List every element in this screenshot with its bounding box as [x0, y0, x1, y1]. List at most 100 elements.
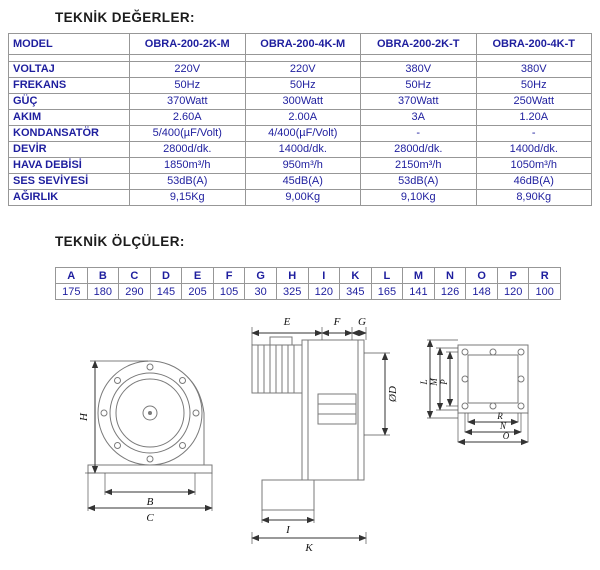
- dim-value-cell: 145: [149, 283, 183, 300]
- dim-label-P: P: [439, 379, 449, 386]
- dim-letter-cell: L: [370, 267, 404, 284]
- spec-row-label: VOLTAJ: [8, 61, 130, 78]
- outlet-duct: [261, 479, 315, 511]
- dim-value-cell: 175: [55, 283, 88, 300]
- spec-value-cell: 50Hz: [360, 77, 477, 94]
- spec-row-label: SES SEVİYESİ: [8, 173, 130, 190]
- spec-value-cell: 4/400(µF/Volt): [244, 125, 361, 142]
- dim-label-K: K: [304, 542, 313, 554]
- spec-value-cell: 9,10Kg: [360, 189, 477, 206]
- spec-value-cell: 53dB(A): [129, 173, 246, 190]
- spec-value-cell: 1850m³/h: [129, 157, 246, 174]
- dim-letter-cell: G: [244, 267, 277, 284]
- spec-value-cell: 5/400(µF/Volt): [129, 125, 246, 142]
- dim-label-R: R: [496, 411, 503, 421]
- dim-label-D: ØD: [387, 386, 399, 403]
- spec-value-cell: 9,00Kg: [244, 189, 361, 206]
- spec-value-cell: -: [475, 125, 592, 142]
- dim-letter-cell: K: [339, 267, 372, 284]
- flange-bolt-holes: [461, 348, 525, 410]
- spec-value-cell: 2800d/dk.: [360, 141, 477, 158]
- spec-value-cell: 2.60A: [129, 109, 246, 126]
- spec-model-header: OBRA-200-2K-M: [129, 33, 246, 55]
- spec-value-cell: 370Watt: [360, 93, 477, 110]
- dim-value-cell: 100: [528, 283, 561, 300]
- flange-view-diagram: L M P R N O: [419, 339, 529, 446]
- dim-letter-cell: D: [149, 267, 183, 284]
- spec-model-header: OBRA-200-2K-T: [360, 33, 477, 55]
- spec-row-label: GÜÇ: [8, 93, 130, 110]
- spec-value-cell: 53dB(A): [360, 173, 477, 190]
- spec-value-cell: 250Watt: [475, 93, 592, 110]
- housing-body: [301, 339, 365, 481]
- dim-value-cell: 105: [212, 283, 246, 300]
- dim-label-G: G: [358, 316, 366, 328]
- dim-label-L: L: [419, 379, 429, 385]
- dim-letter-cell: R: [528, 267, 561, 284]
- fan-side-view-diagram: H B C: [78, 360, 213, 524]
- dim-letter-cell: I: [307, 267, 341, 284]
- spec-value-cell: 50Hz: [475, 77, 592, 94]
- fan-inlet-ring: [109, 372, 191, 454]
- dim-letter-cell: N: [433, 267, 467, 284]
- spec-row-label: AĞIRLIK: [8, 189, 130, 206]
- dim-value-cell: 120: [496, 283, 530, 300]
- spec-model-header: OBRA-200-4K-T: [475, 33, 592, 55]
- housing-opening: [317, 393, 357, 425]
- dim-letter-cell: B: [86, 267, 120, 284]
- dim-label-F: F: [333, 316, 341, 328]
- spec-spacer-cell: [475, 54, 592, 62]
- spec-spacer-cell: [129, 54, 246, 62]
- dim-label-M: M: [429, 378, 439, 387]
- dim-label-B: B: [147, 496, 154, 508]
- dim-label-E: E: [283, 316, 291, 328]
- spec-value-cell: 50Hz: [129, 77, 246, 94]
- fan-mounting-holes: [100, 363, 200, 463]
- spec-value-cell: 50Hz: [244, 77, 361, 94]
- dim-value-cell: 141: [402, 283, 435, 300]
- spec-value-cell: 1.20A: [475, 109, 592, 126]
- dim-value-cell: 325: [275, 283, 309, 300]
- spec-value-cell: 1400d/dk.: [244, 141, 361, 158]
- spec-value-cell: 46dB(A): [475, 173, 592, 190]
- dim-letter-cell: F: [212, 267, 246, 284]
- spec-value-cell: 380V: [360, 61, 477, 78]
- spec-value-cell: 1400d/dk.: [475, 141, 592, 158]
- dim-value-cell: 126: [433, 283, 467, 300]
- dim-value-cell: 345: [339, 283, 372, 300]
- dim-value-cell: 205: [181, 283, 214, 300]
- spec-value-cell: 220V: [244, 61, 361, 78]
- spec-spacer-row: [8, 54, 592, 62]
- section-title-technical-dimensions: TEKNİK ÖLÇÜLER:: [55, 234, 185, 249]
- motor-terminal-box: [269, 336, 293, 346]
- spec-value-cell: 300Watt: [244, 93, 361, 110]
- spec-value-cell: 45dB(A): [244, 173, 361, 190]
- spec-value-cell: 1050m³/h: [475, 157, 592, 174]
- fan-front-view-diagram: E F G ØD I K: [251, 316, 399, 554]
- spec-spacer-cell: [8, 54, 130, 62]
- technical-drawings: H B C: [78, 316, 529, 554]
- dim-label-C: C: [146, 512, 154, 524]
- spec-value-cell: 9,15Kg: [129, 189, 246, 206]
- motor-cooling-fins: [257, 345, 295, 393]
- spec-spacer-cell: [360, 54, 477, 62]
- spec-row-label: AKIM: [8, 109, 130, 126]
- fan-hub-center: [148, 411, 152, 415]
- dim-value-cell: 165: [370, 283, 404, 300]
- spec-spacer-cell: [244, 54, 361, 62]
- dim-label-O: O: [503, 431, 510, 441]
- spec-value-cell: 2800d/dk.: [129, 141, 246, 158]
- dim-label-N: N: [499, 421, 507, 431]
